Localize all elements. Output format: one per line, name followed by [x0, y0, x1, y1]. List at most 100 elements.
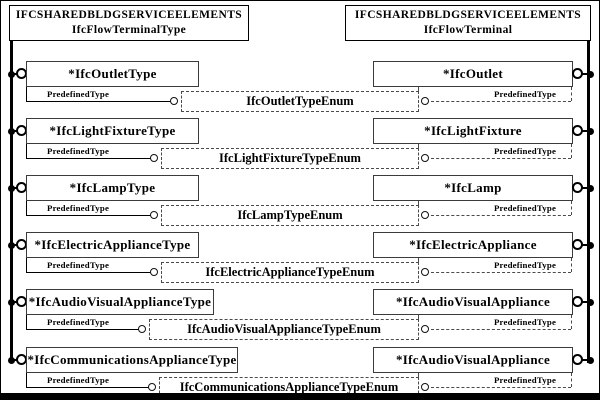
entity-box-right: *IfcAudioVisualAppliance: [373, 347, 573, 373]
entity-box-right: *IfcOutlet: [373, 61, 573, 87]
enum-bracket-tick: [417, 86, 419, 92]
schema-name: IFCSHAREDBLDGSERVICEELEMENTS: [15, 9, 243, 22]
bus-line-left: [10, 41, 13, 363]
diagram-row: *IfcAudioVisualApplianceType PredefinedT…: [1, 289, 599, 346]
attribute-strip-edge: [26, 373, 28, 388]
entity-label: *IfcOutletType: [68, 66, 157, 81]
attribute-label: PredefinedType: [47, 317, 110, 327]
relation-line-left: [11, 358, 19, 362]
schema-header-right: IFCSHAREDBLDGSERVICEELEMENTS IfcFlowTerm…: [345, 5, 591, 41]
relation-line-left: [11, 186, 19, 190]
attribute-line-left: [26, 272, 152, 274]
entity-box-left: *IfcCommunicationsApplianceType: [26, 347, 238, 373]
attribute-label: PredefinedType: [47, 146, 110, 156]
enum-bracket-tick: [417, 200, 419, 206]
attribute-circle-right: [421, 268, 429, 276]
entity-box-right: *IfcLamp: [373, 175, 573, 201]
attribute-strip-edge: [26, 315, 28, 330]
enum-bracket-tick: [417, 372, 419, 378]
enum-box: IfcLampTypeEnum: [161, 205, 419, 226]
attribute-dash-line-right: [431, 329, 571, 330]
entity-box-left: *IfcOutletType: [26, 61, 199, 87]
diagram-row: *IfcElectricApplianceType PredefinedType…: [1, 232, 599, 289]
bottom-border-bar: [1, 393, 599, 399]
attribute-label: PredefinedType: [493, 203, 557, 213]
attribute-dash-line-right: [431, 101, 571, 102]
enum-label: IfcCommunicationsApplianceTypeEnum: [179, 380, 399, 394]
attribute-circle-left: [148, 383, 156, 391]
attribute-dash-line-right: [431, 272, 571, 273]
attribute-strip-edge: [26, 201, 28, 216]
entity-box-left: *IfcLightFixtureType: [26, 118, 199, 144]
attribute-circle-right: [421, 211, 429, 219]
enum-box: IfcAudioVisualApplianceTypeEnum: [149, 319, 419, 340]
relation-line-left: [11, 243, 19, 247]
attribute-circle-left: [150, 154, 158, 162]
attribute-line-left: [26, 387, 150, 389]
attribute-dash-line-right: [431, 158, 571, 159]
relation-line-right: [581, 243, 590, 247]
enum-label: IfcLightFixtureTypeEnum: [219, 151, 361, 165]
enum-label: IfcAudioVisualApplianceTypeEnum: [187, 322, 381, 336]
enum-label: IfcElectricApplianceTypeEnum: [205, 265, 375, 279]
schema-entity: IfcFlowTerminal: [423, 24, 513, 36]
attribute-circle-right: [421, 154, 429, 162]
attribute-dash-riser: [571, 87, 572, 101]
attribute-dash-line-right: [431, 387, 571, 388]
attribute-circle-left: [170, 97, 178, 105]
entity-label: *IfcAudioVisualAppliance: [395, 294, 551, 309]
entity-label: *IfcLampType: [69, 180, 156, 195]
attribute-label: PredefinedType: [493, 375, 557, 385]
attribute-circle-left: [150, 268, 158, 276]
schema-entity: IfcFlowTerminalType: [71, 24, 187, 36]
junction-dot: [587, 241, 594, 249]
diagram-row: *IfcLightFixtureType PredefinedType IfcL…: [1, 118, 599, 175]
attribute-label: PredefinedType: [47, 260, 110, 270]
entity-box-left: *IfcLampType: [26, 175, 199, 201]
junction-dot: [587, 70, 594, 78]
attribute-dash-riser: [571, 201, 572, 215]
attribute-line-left: [26, 215, 152, 217]
entity-box-left: *IfcAudioVisualApplianceType: [26, 289, 214, 315]
attribute-dash-riser: [571, 258, 572, 272]
attribute-strip-edge: [26, 258, 28, 273]
enum-bracket-tick: [417, 257, 419, 263]
entity-box-right: *IfcLightFixture: [373, 118, 573, 144]
enum-bracket-tick: [417, 314, 419, 320]
attribute-dash-riser: [571, 373, 572, 387]
attribute-strip-edge: [26, 144, 28, 159]
attribute-label: PredefinedType: [493, 317, 557, 327]
relation-line-right: [581, 300, 590, 304]
enum-label: IfcLampTypeEnum: [237, 208, 343, 222]
entity-box-left: *IfcElectricApplianceType: [26, 232, 199, 258]
attribute-circle-left: [150, 211, 158, 219]
relation-line-right: [581, 358, 590, 362]
entity-label: *IfcAudioVisualAppliance: [395, 352, 551, 367]
relation-line-left: [11, 129, 19, 133]
attribute-circle-right: [421, 325, 429, 333]
attribute-line-left: [26, 158, 152, 160]
enum-box: IfcElectricApplianceTypeEnum: [161, 262, 419, 283]
attribute-line-left: [26, 101, 172, 103]
attribute-circle-right: [421, 97, 429, 105]
entity-label: *IfcLamp: [444, 180, 502, 195]
entity-box-right: *IfcAudioVisualAppliance: [373, 289, 573, 315]
attribute-label: PredefinedType: [47, 89, 110, 99]
diagram-row: *IfcLampType PredefinedType IfcLampTypeE…: [1, 175, 599, 232]
junction-dot: [587, 184, 594, 192]
relation-line-right: [581, 186, 590, 190]
attribute-label: PredefinedType: [47, 203, 110, 213]
junction-dot: [587, 356, 594, 364]
schema-header-left: IFCSHAREDBLDGSERVICEELEMENTS IfcFlowTerm…: [9, 5, 249, 41]
attribute-dash-riser: [571, 315, 572, 329]
schema-name: IFCSHAREDBLDGSERVICEELEMENTS: [354, 9, 582, 22]
junction-dot: [587, 298, 594, 306]
entity-box-right: *IfcElectricAppliance: [373, 232, 573, 258]
bus-line-right: [587, 41, 590, 363]
attribute-label: PredefinedType: [493, 260, 557, 270]
attribute-line-left: [26, 329, 140, 331]
entity-label: *IfcLightFixtureType: [49, 123, 176, 138]
entity-label: *IfcCommunicationsApplianceType: [27, 352, 237, 367]
enum-bracket-tick: [417, 143, 419, 149]
